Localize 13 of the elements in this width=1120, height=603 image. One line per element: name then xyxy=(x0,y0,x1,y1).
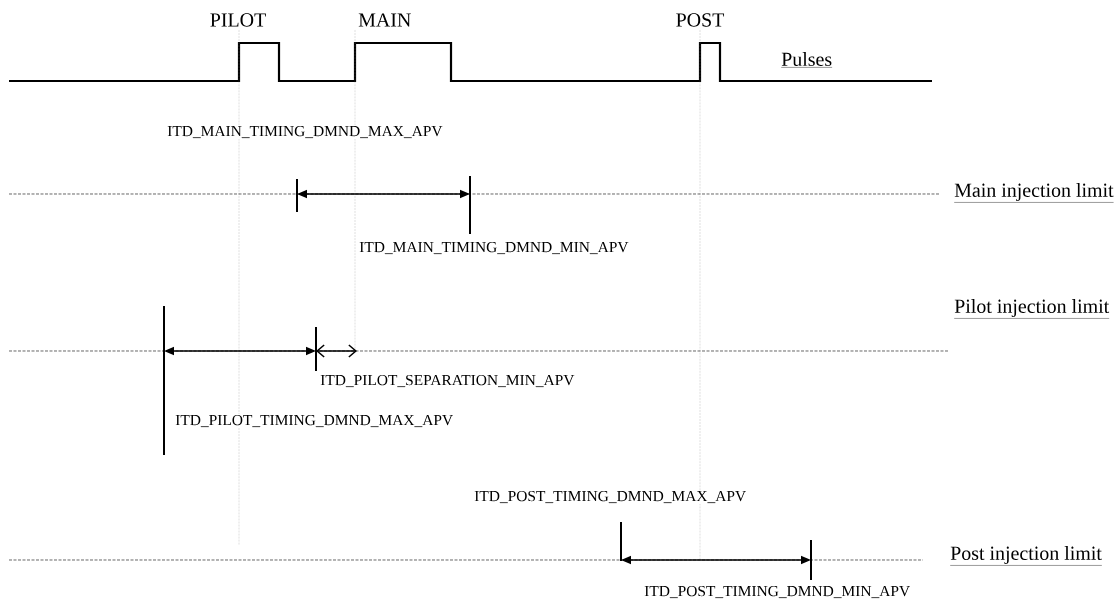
parameter-label: ITD_MAIN_TIMING_DMND_MIN_APV xyxy=(358,240,630,256)
limit-label: Post injection limit xyxy=(949,544,1103,567)
parameter-label: ITD_PILOT_TIMING_DMND_MAX_APV xyxy=(174,413,455,429)
signal-label: MAIN xyxy=(357,12,413,28)
limit-label: Main injection limit xyxy=(953,181,1115,205)
parameter-label: ITD_POST_TIMING_DMND_MAX_APV xyxy=(473,489,748,505)
limit-label: Pilot injection limit xyxy=(953,297,1111,320)
parameter-label: ITD_MAIN_TIMING_DMND_MAX_APV xyxy=(166,124,444,140)
parameter-label: ITD_PILOT_SEPARATION_MIN_APV xyxy=(319,373,576,389)
signal-label: PILOT xyxy=(208,12,268,28)
signal-label: POST xyxy=(674,12,726,28)
parameter-label: ITD_POST_TIMING_DMND_MIN_APV xyxy=(643,584,912,600)
limit-label: Pulses xyxy=(780,51,834,69)
